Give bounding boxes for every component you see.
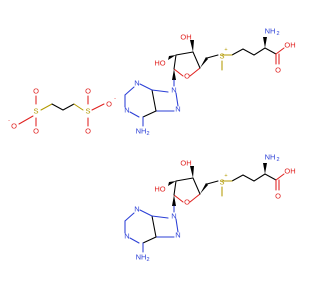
bond [142,236,157,244]
sulfonium-label: S [219,52,224,61]
structure-canvas: NH 2 O OH S + O OH HO N N N N NH 2 O - S… [8,27,296,264]
amine-label: NH [265,153,276,162]
stereo-wedge [172,69,176,80]
n3-label: N [134,79,139,88]
counterion: O - S O O S O - O O [8,87,116,136]
molecule-1-labels: NH 2 O OH S + O OH HO N N N N NH 2 [124,27,295,138]
n7-label: N [175,231,180,240]
bond [51,103,64,111]
n9-label: N [171,86,176,95]
bond [18,115,34,125]
bond [139,83,153,91]
bond [124,212,135,222]
bond [151,89,157,112]
bond [62,103,75,111]
n3-label: N [134,205,139,214]
carboxyl-oh-label: OH [284,167,295,176]
amino-label: NH [136,127,147,136]
bond [175,92,179,107]
amine-subscript: 2 [276,31,279,37]
bond [129,111,140,118]
n1-label: N [124,106,129,115]
n9-label: N [171,212,176,221]
bond [242,48,255,56]
bond [142,110,157,118]
bond [91,103,105,111]
o-bottom-right-label: O [85,127,91,136]
bond [175,177,194,182]
amino-subscript: 2 [146,131,149,137]
bond [40,103,53,111]
stereo-wedge [200,183,208,194]
bond [175,51,194,56]
carboxyl-o-label: O [275,192,281,201]
bond [129,237,140,244]
ribose-o-label: O [184,198,190,207]
stereo-wedge [172,195,176,206]
bond [73,103,84,111]
bond [275,47,285,55]
bond [206,180,219,185]
stereo-wedge [190,166,194,178]
bond [242,174,255,182]
bond [139,209,153,217]
bond [206,54,219,59]
hydroxyl-b-label: HO [154,59,165,68]
molecule-2 [124,163,285,253]
hydroxyl-a-label: OH [180,159,191,168]
charge-left: - [8,118,10,124]
bond [124,86,135,96]
o-minus-left-label: O [11,122,17,131]
sulfonium-label: S [219,178,224,187]
bond [151,215,169,219]
bond [264,173,277,181]
bond [173,68,184,77]
o-top-left-label: O [33,87,39,96]
bond [231,174,244,182]
bond [151,215,157,238]
hydroxyl-a-label: OH [180,33,191,42]
bond [264,47,277,55]
bond [189,67,201,77]
n1-label: N [124,232,129,241]
bond [151,89,169,93]
carboxyl-o-label: O [275,66,281,75]
bond [173,194,184,203]
bond [173,180,177,196]
bond [231,48,244,56]
stereo-wedge [168,181,176,186]
bond [189,193,201,203]
ribose-o-label: O [184,72,190,81]
stereo-wedge [168,55,176,60]
sulfonium-charge: + [224,47,227,53]
bond [173,54,177,70]
bond [275,173,285,181]
o-minus-right-label: O [106,100,112,109]
s-right-label: S [85,107,90,116]
amino-label: NH [136,253,147,262]
bond [175,218,179,233]
o-bottom-left-label: O [33,127,39,136]
amino-subscript: 2 [146,257,149,263]
carboxyl-oh-label: OH [284,41,295,50]
molecule-2-labels: NH 2 O OH S + O OH HO N N N N NH 2 [124,153,295,264]
bond [192,177,201,195]
bond [253,47,266,56]
stereo-wedge [200,57,208,68]
hydroxyl-b-label: HO [154,185,165,194]
n7-label: N [175,105,180,114]
stereo-wedge [263,37,267,48]
charge-right: - [114,96,116,102]
o-top-right-label: O [85,87,91,96]
stereo-wedge [263,163,267,174]
bond [253,173,266,182]
amine-subscript: 2 [276,157,279,163]
s-left-label: S [33,107,38,116]
stereo-wedge [190,40,194,52]
sulfonium-charge: + [224,173,227,179]
molecule-1 [124,37,285,127]
amine-label: NH [265,27,276,36]
bond [192,51,201,69]
